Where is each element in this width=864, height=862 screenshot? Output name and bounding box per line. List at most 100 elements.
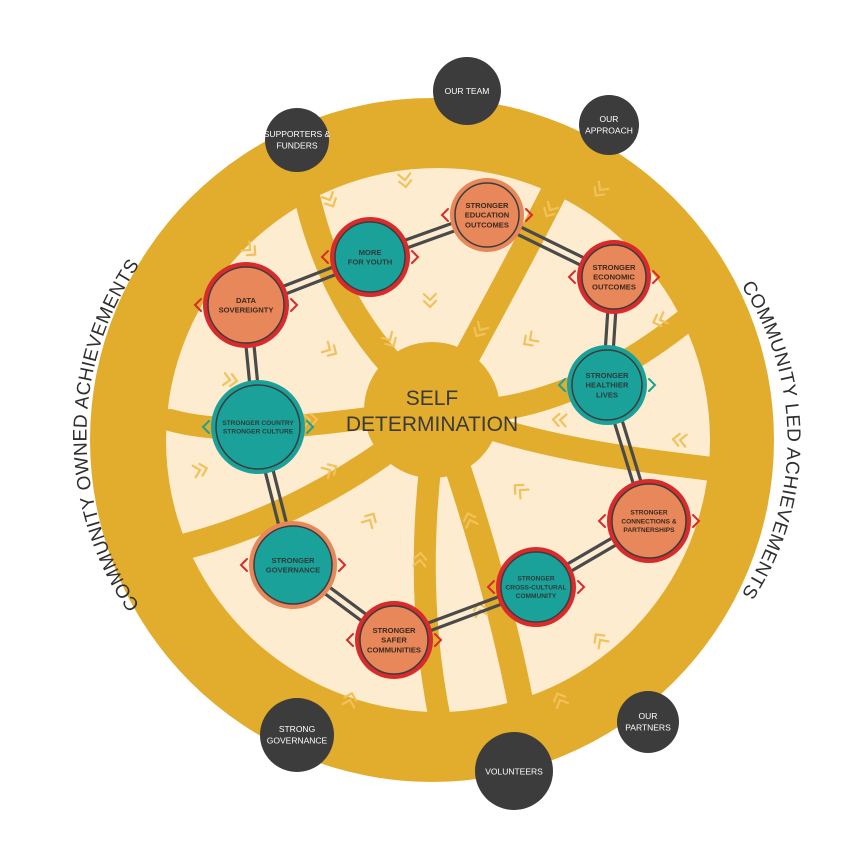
outcome-arrow [434,633,443,647]
outcome-arrow [652,270,661,284]
inward-arrow [412,551,428,561]
outcome-arrow [345,633,354,647]
inward-arrow [528,330,540,343]
outcome-arrow [557,378,566,392]
support-label: OUR [639,711,658,721]
support-circle [260,698,334,772]
inward-arrow [229,373,239,388]
inward-arrow [364,512,377,524]
support-circle [579,95,639,155]
support-label: OUR [600,114,619,124]
inward-arrow [593,633,606,644]
outcome-circle [253,525,333,605]
outcome-arrow [567,270,576,284]
inward-arrow [518,488,530,500]
outcome-arrow [597,514,606,528]
inward-arrow [245,245,257,257]
inward-arrow [360,518,374,530]
center-title-line1: SELF [406,387,459,410]
outcome-arrow [306,420,315,434]
outcome-arrow [201,420,210,434]
inward-arrow [658,311,669,325]
outcome-label: PARTNERSHIPS [623,527,675,534]
inward-arrow [320,340,332,354]
outcome-arrow [648,378,657,392]
inward-arrow [398,179,413,189]
inward-arrow [240,240,252,252]
outcome-arrow [692,514,701,528]
inward-arrow [671,432,681,447]
outcome-arrow [290,298,299,312]
inward-arrow [326,463,338,476]
outcome-circle [571,349,643,421]
support-our-team: OUR TEAM [433,57,501,125]
outcome-label: FOR YOUTH [348,257,393,266]
center-title-line2: DETERMINATION [346,413,518,436]
outcome-label: CROSS-CULTURAL [505,584,566,591]
outcome-label: STRONGER [630,510,668,517]
outcome-label: HEALTHIER [586,381,629,390]
inward-arrow [326,344,338,357]
outcome-label: STRONGER [465,201,509,210]
inward-arrow [198,462,209,477]
outcome-arrow [338,558,347,572]
center-node: SELF DETERMINATION [346,342,518,478]
support-label: STRONG [279,724,315,734]
outcome-label: DATA [236,296,256,305]
support-label: SUPPORTERS & [264,129,331,139]
support-our-approach: OUR APPROACH [579,95,639,155]
outcome-label: CONNECTIONS & [621,518,677,525]
inward-arrow [597,638,610,650]
support-label: APPROACH [585,126,633,136]
inward-arrow [309,412,319,427]
outcome-label: STRONGER [592,263,636,272]
outcome-arrow [525,208,534,222]
support-volunteers: VOLUNTEERS [475,732,553,810]
outcome-label: OUTCOMES [592,282,636,291]
outcome-circle [454,182,520,248]
outcome-label: STRONGER [271,556,315,565]
support-circle [433,57,501,125]
inward-arrow [553,692,567,703]
outcome-label: GOVERNANCE [266,565,320,574]
outcome-label: STRONGER [372,626,416,635]
support-nodes: OUR TEAM OUR APPROACH SUPPORTERS &FUNDERS ST… [260,57,679,810]
inward-arrow [543,206,556,218]
outcome-circle [359,605,429,675]
inward-arrow [341,698,356,709]
outcome-label: STRONGER [517,576,555,583]
support-label: OUR TEAM [445,86,490,96]
inward-arrow [593,186,606,197]
inward-arrow [222,372,232,387]
outcome-arrow [440,208,449,222]
inward-arrow [422,292,437,302]
outcome-arrow [193,298,202,312]
outcome-arrow [411,250,420,264]
inward-arrow [380,330,394,342]
inward-arrow [555,698,570,710]
inward-arrow [412,558,427,568]
outcome-label: SAFER [381,636,407,645]
inward-arrow [323,197,337,208]
inward-arrow [513,483,525,495]
outcome-circle [207,266,285,344]
outcome-circle [500,551,572,623]
outcome-circle [334,221,406,293]
support-supporters-funders: SUPPORTERS &FUNDERS [264,108,331,172]
inward-arrow [546,200,560,212]
support-circle [475,732,553,810]
inward-arrow [302,413,312,428]
outcome-label: EDUCATION [465,211,510,220]
outcome-circle [611,483,687,559]
outcome-label: COMMUNITY [516,593,557,600]
